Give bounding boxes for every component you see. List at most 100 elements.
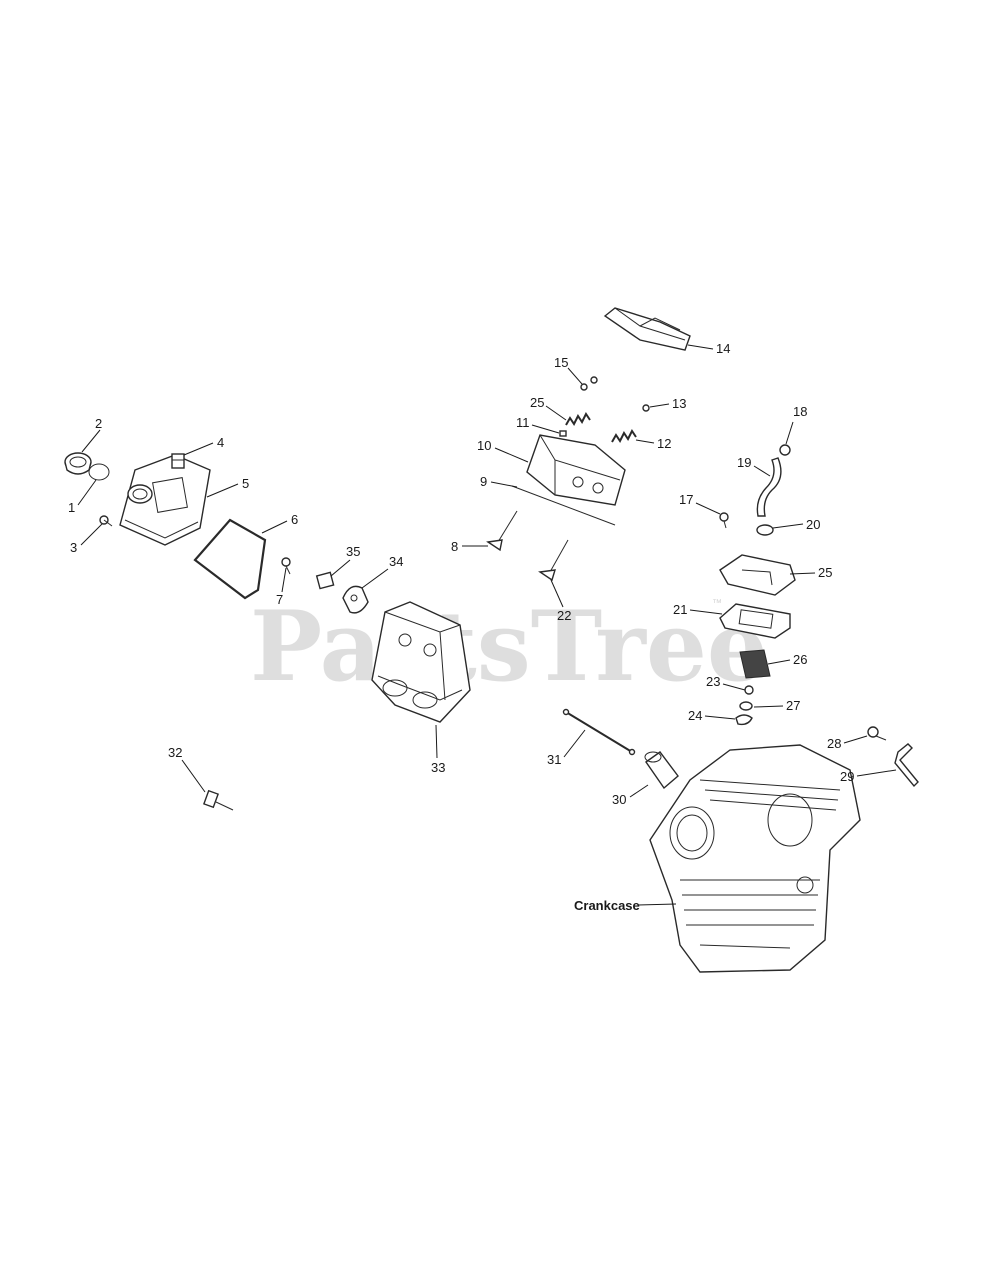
svg-text:33: 33	[431, 760, 445, 775]
callout-19[interactable]: 19	[737, 455, 771, 477]
part-valve-8[interactable]	[486, 510, 518, 552]
callout-18[interactable]: 18	[785, 404, 807, 445]
part-breather-fitting[interactable]	[171, 453, 185, 469]
part-clamp-18[interactable]	[779, 444, 791, 456]
part-rocker-cover[interactable]	[603, 307, 691, 351]
callout-22[interactable]: 22	[550, 579, 571, 623]
part-clamp-20[interactable]	[756, 524, 774, 536]
callout-5[interactable]: 5	[206, 476, 249, 498]
svg-text:25: 25	[530, 395, 544, 410]
part-plate-24[interactable]	[735, 714, 753, 726]
part-head-gasket[interactable]	[511, 485, 616, 526]
callout-17[interactable]: 17	[679, 492, 721, 515]
svg-text:35: 35	[346, 544, 360, 559]
svg-text:15: 15	[554, 355, 568, 370]
part-valve-cover-gasket[interactable]	[193, 518, 267, 600]
watermark-text: PartsTree	[250, 590, 768, 703]
part-valve-spring-12[interactable]	[611, 429, 637, 443]
part-breather-hose-19[interactable]	[756, 457, 782, 517]
callout-29[interactable]: 29	[840, 769, 897, 784]
part-o-ring[interactable]	[88, 463, 110, 481]
part-retainer-15[interactable]	[580, 376, 598, 391]
callout-25-lower[interactable]: 25	[789, 565, 832, 580]
svg-text:32: 32	[168, 745, 182, 760]
part-bracket-29[interactable]	[894, 743, 919, 788]
part-screw-7[interactable]	[281, 557, 291, 575]
svg-text:6: 6	[291, 512, 298, 527]
callout-33[interactable]: 33	[431, 724, 445, 775]
callout-24[interactable]: 24	[688, 708, 736, 723]
svg-text:25: 25	[818, 565, 832, 580]
svg-text:17: 17	[679, 492, 693, 507]
svg-text:13: 13	[672, 396, 686, 411]
part-valve-22[interactable]	[538, 539, 569, 582]
svg-text:28: 28	[827, 736, 841, 751]
part-valve-27[interactable]	[739, 701, 753, 711]
callout-15[interactable]: 15	[554, 355, 583, 385]
part-lifter[interactable]	[644, 751, 679, 790]
svg-text:12: 12	[657, 436, 671, 451]
part-screw-23[interactable]	[744, 685, 754, 695]
part-crankcase[interactable]	[649, 744, 861, 973]
part-valve-spring-25[interactable]	[565, 412, 591, 426]
svg-text:14: 14	[716, 341, 730, 356]
callout-27[interactable]: 27	[753, 698, 800, 713]
callout-20[interactable]: 20	[772, 517, 820, 532]
svg-text:3: 3	[70, 540, 77, 555]
callout-25-upper[interactable]: 25	[530, 395, 567, 421]
callout-11[interactable]: 11	[516, 415, 560, 434]
callout-32[interactable]: 32	[168, 745, 206, 793]
part-screw-3[interactable]	[99, 515, 113, 527]
svg-text:9: 9	[480, 474, 487, 489]
callout-35[interactable]: 35	[330, 544, 360, 577]
svg-text:21: 21	[673, 602, 687, 617]
part-retainer-13[interactable]	[642, 404, 650, 412]
part-rocker-34[interactable]	[342, 585, 369, 614]
part-screw-17[interactable]	[719, 512, 729, 529]
callout-2[interactable]: 2	[81, 416, 102, 453]
part-filter-26[interactable]	[739, 649, 771, 679]
part-keeper-11[interactable]	[559, 430, 567, 437]
part-nut-35[interactable]	[315, 571, 335, 590]
svg-text:29: 29	[840, 769, 854, 784]
svg-text:18: 18	[793, 404, 807, 419]
svg-text:24: 24	[688, 708, 702, 723]
callout-26[interactable]: 26	[767, 652, 807, 667]
callout-13[interactable]: 13	[649, 396, 686, 411]
callout-7[interactable]: 7	[276, 567, 287, 607]
callout-34[interactable]: 34	[361, 554, 403, 589]
part-head-block[interactable]	[526, 434, 626, 506]
part-breather-plate-21[interactable]	[719, 603, 791, 639]
svg-text:11: 11	[516, 415, 530, 430]
part-cylinder-head[interactable]	[371, 601, 471, 723]
part-push-rod[interactable]	[562, 708, 636, 756]
callout-23[interactable]: 23	[706, 674, 746, 691]
callout-14[interactable]: 14	[687, 341, 730, 356]
svg-text:23: 23	[706, 674, 720, 689]
callout-6[interactable]: 6	[261, 512, 298, 534]
callout-9[interactable]: 9	[480, 474, 518, 489]
svg-text:26: 26	[793, 652, 807, 667]
svg-text:2: 2	[95, 416, 102, 431]
callout-30[interactable]: 30	[612, 784, 649, 807]
callout-1[interactable]: 1	[68, 479, 97, 515]
svg-text:7: 7	[276, 592, 283, 607]
callout-crankcase[interactable]: Crankcase	[574, 898, 677, 913]
callout-31[interactable]: 31	[547, 729, 586, 767]
callout-4[interactable]: 4	[183, 435, 224, 456]
part-valve-cover[interactable]	[119, 454, 211, 546]
callout-8[interactable]: 8	[451, 539, 488, 554]
part-oil-fill-cap[interactable]	[64, 452, 92, 475]
callout-21[interactable]: 21	[673, 602, 723, 617]
svg-text:31: 31	[547, 752, 561, 767]
part-bolt-28[interactable]	[867, 726, 887, 741]
part-spark-plug[interactable]	[203, 789, 234, 811]
callout-3[interactable]: 3	[70, 523, 103, 555]
part-breather-cover-25[interactable]	[719, 554, 796, 596]
callout-12[interactable]: 12	[635, 436, 671, 451]
svg-text:10: 10	[477, 438, 491, 453]
watermark-trademark: ™	[712, 598, 722, 609]
callout-28[interactable]: 28	[827, 735, 868, 751]
callout-10[interactable]: 10	[477, 438, 529, 463]
